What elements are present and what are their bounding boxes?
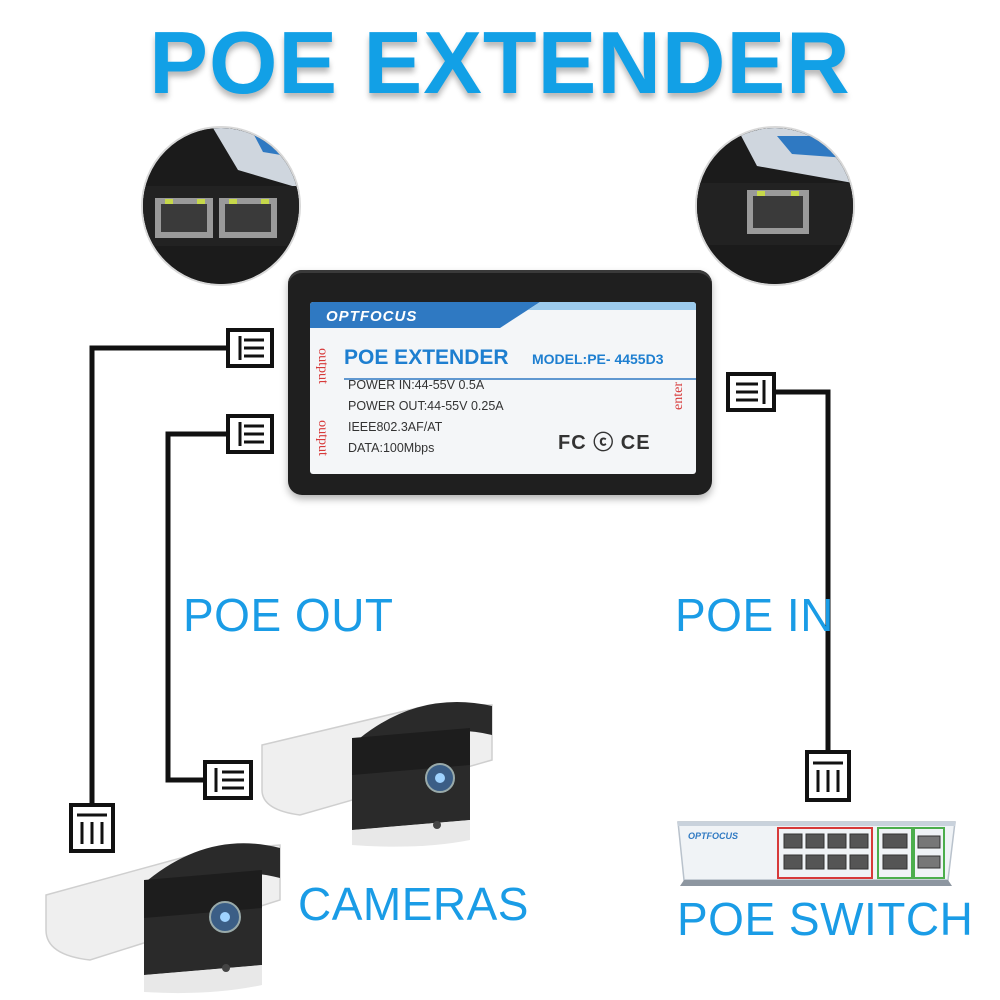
input-port-zoom bbox=[695, 126, 855, 286]
svg-text:OPTFOCUS: OPTFOCUS bbox=[688, 831, 738, 841]
device-label-graphics bbox=[310, 302, 696, 380]
rj45-connector-icon bbox=[69, 803, 115, 853]
device-model: MODEL:PE- 4455D3 bbox=[532, 351, 664, 367]
spec-power-in: POWER IN:44-55V 0.5A bbox=[348, 378, 485, 392]
poe-out-label: POE OUT bbox=[183, 589, 394, 641]
input-port-label: enter bbox=[670, 382, 686, 410]
device-title: POE EXTENDER bbox=[344, 346, 509, 369]
rj45-connector-icon bbox=[226, 414, 274, 454]
poe-switch-label: POE SWITCH bbox=[677, 893, 974, 945]
rj45-connector-icon bbox=[226, 328, 274, 368]
input-port-detail bbox=[697, 128, 853, 284]
cable-input bbox=[774, 389, 831, 752]
poe-in-label: POE IN bbox=[675, 589, 834, 641]
brand-logo: OPTFOCUS bbox=[326, 308, 418, 325]
rj45-connector-icon bbox=[726, 372, 776, 412]
spec-power-out: POWER OUT:44-55V 0.25A bbox=[348, 399, 504, 413]
certification-marks: FC ⓒ CE bbox=[558, 432, 651, 454]
spec-data-rate: DATA:100Mbps bbox=[348, 441, 435, 455]
output-ports-zoom bbox=[141, 126, 301, 286]
device-label: OPTFOCUS output output enter POE EXTENDE… bbox=[310, 302, 696, 474]
cameras-label: CAMERAS bbox=[298, 878, 529, 930]
rj45-connector-icon bbox=[805, 750, 851, 802]
output-port-label-1: output bbox=[314, 348, 330, 384]
cable-output-1 bbox=[89, 345, 228, 805]
output-ports-detail bbox=[143, 128, 299, 284]
page-title: POE EXTENDER bbox=[149, 13, 851, 112]
output-port-label-2: output bbox=[314, 420, 330, 456]
rj45-connector-icon bbox=[203, 760, 253, 800]
spec-standard: IEEE802.3AF/AT bbox=[348, 420, 443, 434]
